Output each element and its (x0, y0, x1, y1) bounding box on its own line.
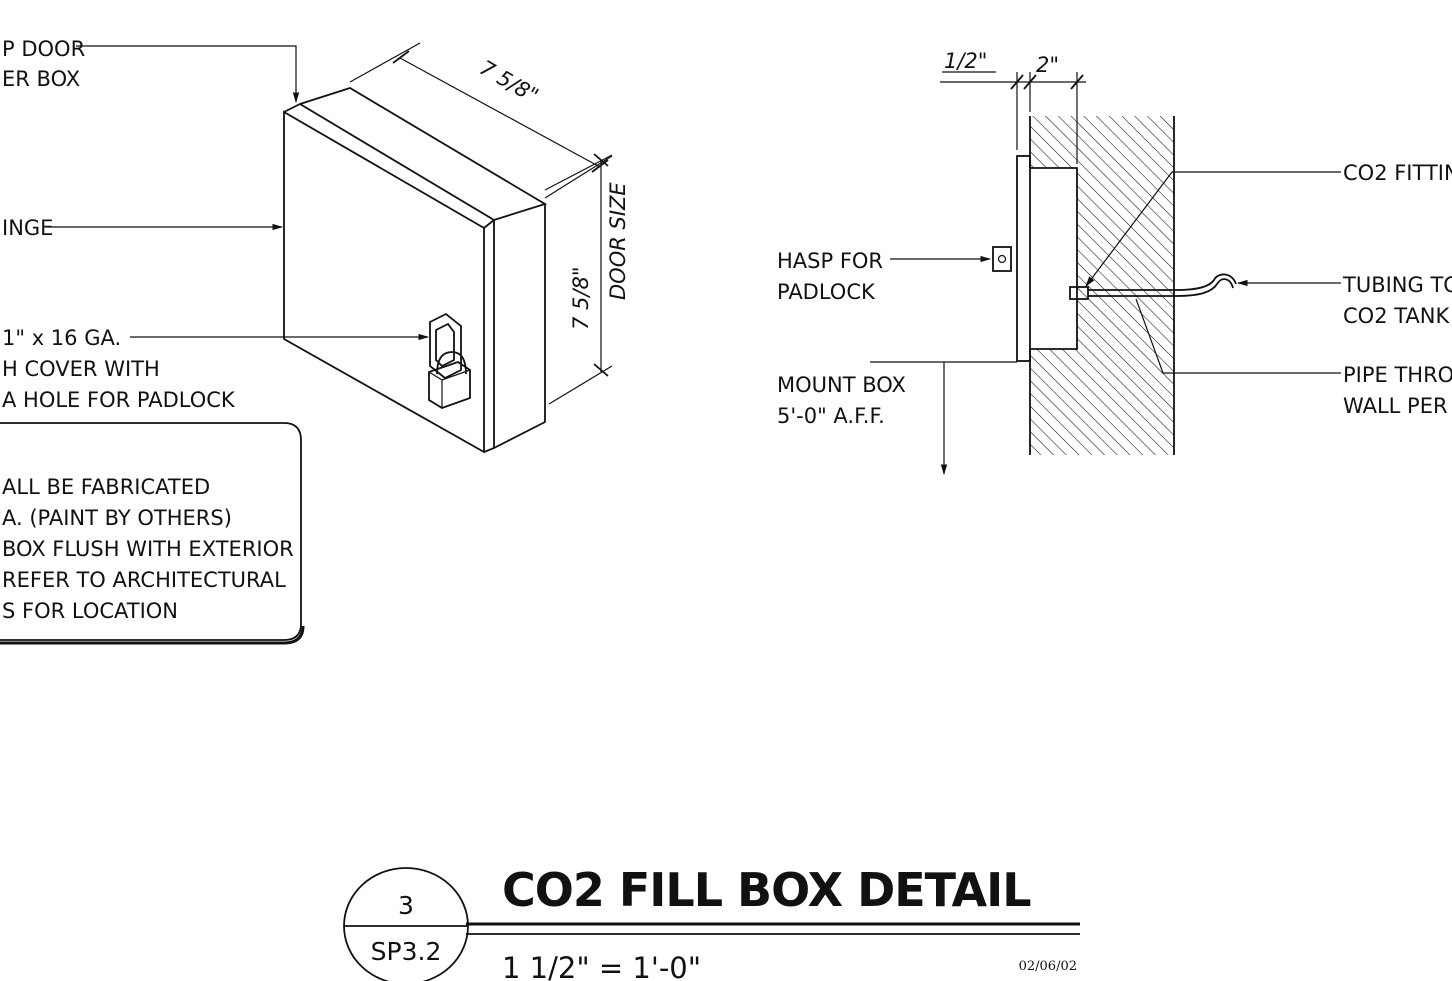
detail-scale: 1 1/2" = 1'-0" (502, 951, 701, 981)
detail-number: 3 (398, 891, 414, 920)
section-view: 1/2" 2" HASP FOR PADLOCK MOUNT BOX 5'-0"… (777, 49, 1452, 476)
label-cover: 1" x 16 GA. H COVER WITH A HOLE FOR PADL… (2, 326, 430, 412)
label-hinge: INGE (2, 216, 284, 240)
door-size-label: DOOR SIZE (606, 182, 630, 300)
box-door-section (1016, 155, 1031, 362)
title-block: 3 SP3.2 CO2 FILL BOX DETAIL 1 1/2" = 1'-… (343, 863, 1080, 981)
padlock-icon (428, 312, 471, 409)
label-pipe-through-wall: PIPE THRO WALL PER (1135, 298, 1452, 418)
co2-tubing (1175, 273, 1237, 297)
svg-text:TUBING TO: TUBING TO (1342, 273, 1452, 297)
label-hasp-padlock: HASP FOR PADLOCK (777, 249, 992, 304)
wall-section (1029, 116, 1175, 455)
label-co2-fitting: CO2 FITTIN (1085, 161, 1452, 287)
svg-text:A HOLE FOR PADLOCK: A HOLE FOR PADLOCK (2, 388, 236, 412)
note-line: BOX FLUSH WITH EXTERIOR (2, 537, 294, 561)
label-hasp-door: P DOOR ER BOX (2, 37, 300, 104)
dim-two-inch-label: 2" (1036, 53, 1059, 77)
depth-dimension-label: 7 5/8" (476, 56, 543, 109)
label-mount-box: MOUNT BOX 5'-0" A.F.F. (777, 361, 1017, 476)
fill-box-body (299, 87, 548, 449)
svg-text:HASP FOR: HASP FOR (777, 249, 883, 273)
svg-text:ER BOX: ER BOX (2, 67, 80, 91)
svg-text:WALL PER: WALL PER (1343, 394, 1448, 418)
depth-dimension: 7 5/8" (349, 42, 613, 199)
notes-box: ALL BE FABRICATED A. (PAINT BY OTHERS) B… (0, 422, 305, 645)
svg-text:INGE: INGE (2, 216, 53, 240)
svg-text:5'-0" A.F.F.: 5'-0" A.F.F. (777, 404, 885, 428)
co2-fitting-pipe (1069, 286, 1176, 300)
svg-text:P DOOR: P DOOR (2, 37, 85, 61)
svg-text:MOUNT BOX: MOUNT BOX (777, 373, 906, 397)
note-line: ALL BE FABRICATED (2, 475, 210, 499)
dim-half-inch-label: 1/2" (944, 49, 987, 73)
isometric-view: 7 5/8" 7 5/8" DOOR SIZE P DOOR ER BOX IN… (0, 37, 630, 645)
height-dimension: 7 5/8" DOOR SIZE (544, 153, 630, 405)
detail-date: 02/06/02 (1019, 959, 1077, 974)
svg-text:1" x 16 GA.: 1" x 16 GA. (2, 326, 121, 350)
svg-text:CO2 TANK: CO2 TANK (1343, 304, 1451, 328)
note-line: A. (PAINT BY OTHERS) (2, 506, 232, 530)
label-tubing: TUBING TO CO2 TANK (1236, 273, 1452, 328)
svg-text:PIPE THRO: PIPE THRO (1343, 363, 1452, 387)
hasp-icon (992, 246, 1012, 272)
note-line: REFER TO ARCHITECTURAL (2, 568, 286, 592)
detail-title: CO2 FILL BOX DETAIL (502, 863, 1031, 917)
top-dimensions: 1/2" 2" (940, 49, 1086, 164)
height-dimension-label: 7 5/8" (569, 267, 593, 331)
note-line: S FOR LOCATION (2, 599, 178, 623)
svg-text:PADLOCK: PADLOCK (777, 280, 876, 304)
svg-text:CO2 FITTIN: CO2 FITTIN (1343, 161, 1452, 185)
sheet-number: SP3.2 (371, 937, 442, 966)
svg-text:H COVER WITH: H COVER WITH (2, 357, 160, 381)
